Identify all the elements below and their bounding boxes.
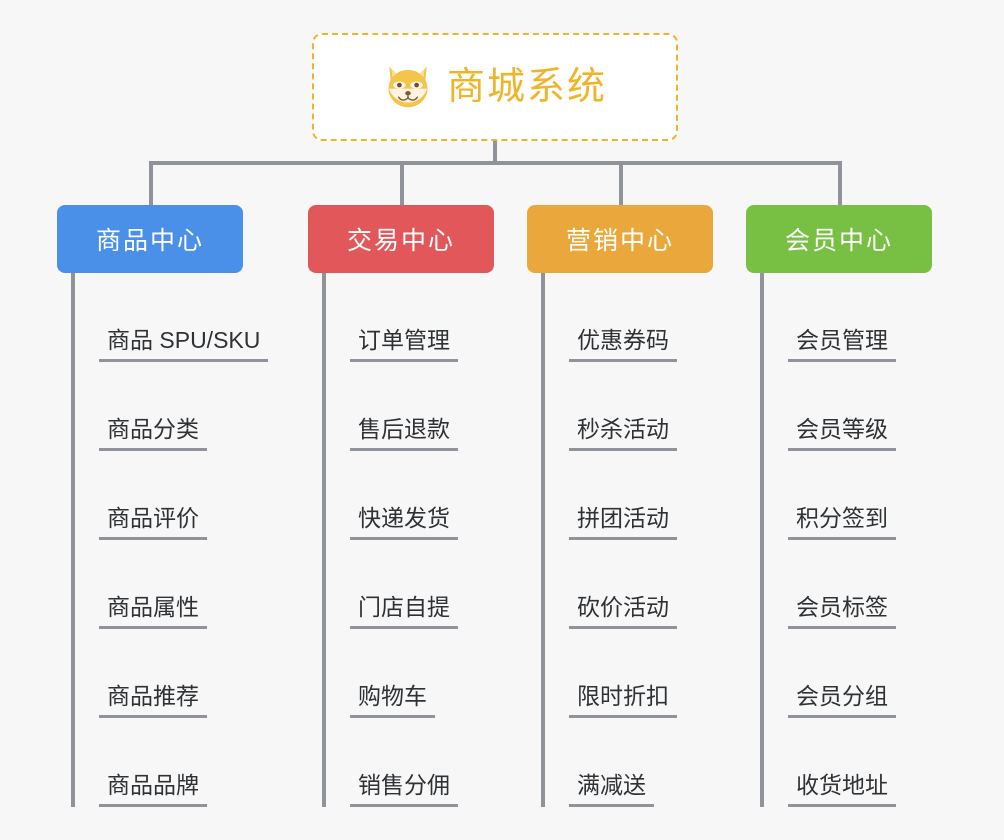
leaf-item[interactable]: 会员分组: [760, 629, 896, 718]
leaf-item[interactable]: 订单管理: [322, 273, 458, 362]
leaf-item-label: 购物车: [350, 683, 435, 718]
leaf-item[interactable]: 秒杀活动: [541, 362, 677, 451]
leaf-item-label: 优惠券码: [569, 327, 677, 362]
leaf-item[interactable]: 满减送: [541, 718, 654, 807]
leaf-item-label: 快递发货: [350, 505, 458, 540]
leaf-item[interactable]: 售后退款: [322, 362, 458, 451]
leaf-item-label: 商品属性: [99, 594, 207, 629]
leaf-item-label: 门店自提: [350, 594, 458, 629]
category-box-3[interactable]: 营销中心: [527, 205, 713, 273]
leaf-item[interactable]: 快递发货: [322, 451, 458, 540]
category-label-2: 交易中心: [346, 227, 455, 255]
leaf-item-label: 会员等级: [788, 416, 896, 451]
leaf-item[interactable]: 拼团活动: [541, 451, 677, 540]
leaf-item[interactable]: 商品推荐: [71, 629, 207, 718]
connector-drop-1: [149, 161, 153, 205]
leaf-spine-3: [541, 273, 545, 807]
category-label-1: 商品中心: [95, 227, 204, 255]
leaf-item[interactable]: 商品分类: [71, 362, 207, 451]
leaf-item[interactable]: 积分签到: [760, 451, 896, 540]
leaf-item-label: 收货地址: [788, 772, 896, 807]
leaf-item-label: 商品推荐: [99, 683, 207, 718]
leaf-item-label: 商品分类: [99, 416, 207, 451]
leaf-item[interactable]: 优惠券码: [541, 273, 677, 362]
leaf-item[interactable]: 会员等级: [760, 362, 896, 451]
leaf-item[interactable]: 商品属性: [71, 540, 207, 629]
leaf-item[interactable]: 门店自提: [322, 540, 458, 629]
category-label-3: 营销中心: [565, 227, 674, 255]
leaf-item[interactable]: 商品评价: [71, 451, 207, 540]
leaf-item-label: 限时折扣: [569, 683, 677, 718]
connector-horizontal-bus: [149, 161, 842, 165]
leaf-item-label: 销售分佣: [350, 772, 458, 807]
root-node[interactable]: 商城系统: [312, 33, 678, 141]
leaf-item-label: 秒杀活动: [569, 416, 677, 451]
leaf-item-label: 砍价活动: [569, 594, 677, 629]
category-label-4: 会员中心: [784, 227, 893, 255]
root-title: 商城系统: [446, 66, 607, 108]
leaf-item[interactable]: 购物车: [322, 629, 435, 718]
leaf-item-label: 会员分组: [788, 683, 896, 718]
leaf-spine-4: [760, 273, 764, 807]
leaf-item-label: 商品 SPU/SKU: [99, 327, 269, 362]
leaf-item[interactable]: 销售分佣: [322, 718, 458, 807]
leaf-item-label: 售后退款: [350, 416, 458, 451]
leaf-item-label: 积分签到: [788, 505, 896, 540]
connector-drop-3: [619, 161, 623, 205]
leaf-item[interactable]: 会员管理: [760, 273, 896, 362]
leaf-spine-1: [71, 273, 75, 807]
leaf-item[interactable]: 收货地址: [760, 718, 896, 807]
leaf-spine-2: [322, 273, 326, 807]
category-box-2[interactable]: 交易中心: [308, 205, 494, 273]
leaf-item[interactable]: 商品 SPU/SKU: [71, 273, 269, 362]
leaf-item-label: 商品评价: [99, 505, 207, 540]
leaf-item-label: 满减送: [569, 772, 654, 807]
leaf-item[interactable]: 会员标签: [760, 540, 896, 629]
category-box-4[interactable]: 会员中心: [746, 205, 932, 273]
leaf-item-label: 会员管理: [788, 327, 896, 362]
leaf-item-label: 商品品牌: [99, 772, 207, 807]
leaf-item[interactable]: 限时折扣: [541, 629, 677, 718]
connector-drop-2: [400, 161, 404, 205]
leaf-item-label: 订单管理: [350, 327, 458, 362]
leaf-item-label: 会员标签: [788, 594, 896, 629]
leaf-item[interactable]: 商品品牌: [71, 718, 207, 807]
connector-drop-4: [838, 161, 842, 205]
connector-root-stub: [493, 141, 497, 163]
leaf-item[interactable]: 砍价活动: [541, 540, 677, 629]
leaf-item-label: 拼团活动: [569, 505, 677, 540]
category-box-1[interactable]: 商品中心: [57, 205, 243, 273]
shiba-dog-face-icon: [388, 66, 428, 108]
